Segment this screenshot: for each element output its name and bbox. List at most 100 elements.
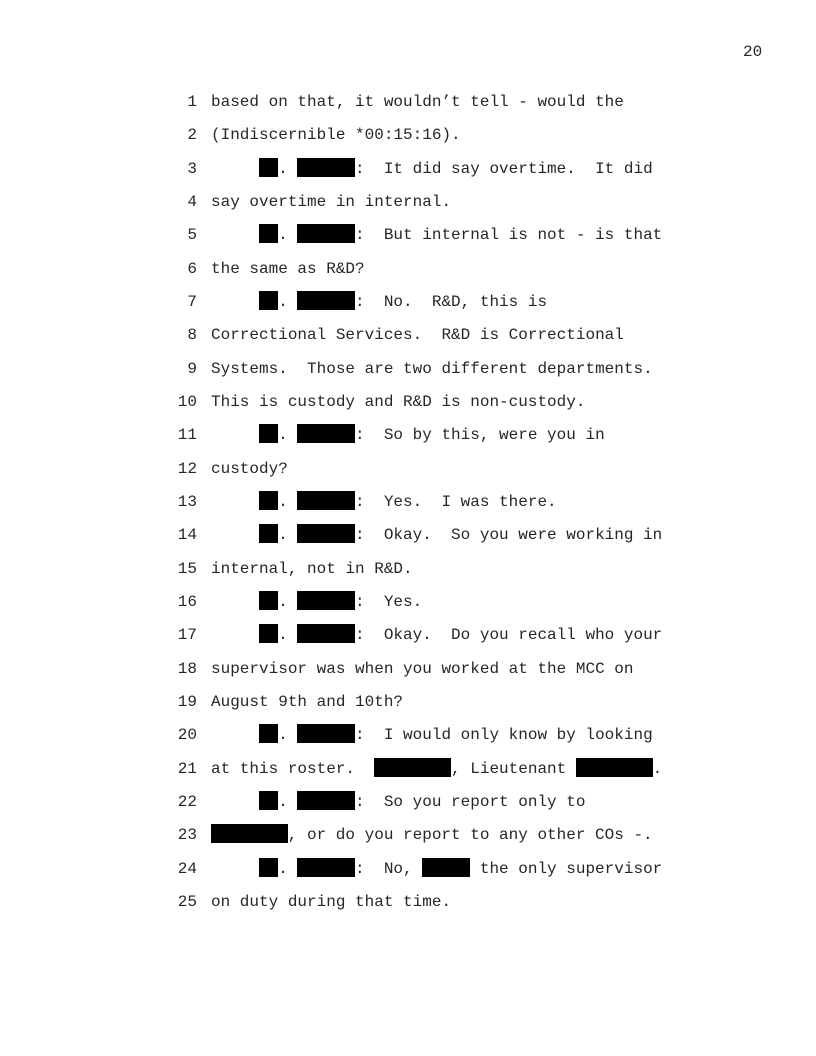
transcript-line: 18 supervisor was when you worked at the …: [0, 653, 816, 686]
redaction: [297, 790, 356, 810]
redaction: [297, 624, 356, 644]
line-number: 7: [187, 292, 197, 311]
transcript-line: 25 on duty during that time.: [0, 886, 816, 919]
line-text: Yes. I was there.: [383, 492, 557, 511]
redaction: [259, 724, 279, 744]
redaction: [297, 290, 356, 310]
line-text: I would only know by looking: [383, 726, 653, 745]
line-text: Okay. Do you recall who your: [383, 626, 663, 645]
redaction: [259, 857, 279, 877]
line-number: 6: [187, 259, 197, 278]
line-number: 19: [177, 692, 197, 711]
line-number: 24: [177, 859, 197, 878]
line-text: Okay. So you were working in: [383, 526, 663, 545]
transcript-line: 17 . : Okay. Do you recall who your: [0, 619, 816, 652]
redaction: [259, 224, 279, 244]
line-text: But internal is not - is that: [383, 226, 663, 245]
redaction: [259, 290, 279, 310]
transcript-line: 12 custody?: [0, 453, 816, 486]
line-text: It did say overtime. It did: [383, 159, 653, 178]
transcript-line: 24 . : No, the only supervisor: [0, 853, 816, 886]
transcript-line: 3 . : It did say overtime. It did: [0, 153, 816, 186]
line-text: No. R&D, this is: [383, 292, 548, 311]
transcript-line: 14 . : Okay. So you were working in: [0, 519, 816, 552]
line-number: 8: [187, 326, 197, 345]
line-number: 21: [177, 759, 197, 778]
redaction: [297, 524, 356, 544]
line-number: 12: [177, 459, 197, 478]
line-text: August 9th and 10th?: [211, 692, 404, 711]
line-text: internal, not in R&D.: [211, 559, 413, 578]
redaction: [211, 824, 288, 844]
redaction: [259, 424, 279, 444]
line-text: on duty during that time.: [211, 892, 452, 911]
transcript-line: 2 (Indiscernible *00:15:16).: [0, 119, 816, 152]
line-number: 2: [187, 126, 197, 145]
redaction: [297, 424, 356, 444]
line-text: (Indiscernible *00:15:16).: [211, 126, 461, 145]
redaction: [374, 757, 452, 777]
redaction: [259, 790, 279, 810]
redaction: [259, 590, 279, 610]
redaction: [297, 490, 356, 510]
page-number: 20: [743, 43, 763, 61]
line-text: So by this, were you in: [383, 426, 605, 445]
line-number: 1: [187, 93, 197, 111]
transcript-line: 16 . : Yes.: [0, 586, 816, 619]
redaction: [297, 857, 356, 877]
line-text: Yes.: [383, 592, 423, 611]
transcript-line: 7 . : No. R&D, this is: [0, 286, 816, 319]
line-text: , or do you report to any other COs -.: [287, 826, 653, 845]
redaction: [259, 157, 279, 177]
redaction: [297, 157, 356, 177]
transcript-line: 5 . : But internal is not - is that: [0, 219, 816, 252]
line-number: 18: [177, 659, 197, 678]
redaction: [422, 857, 471, 877]
redaction: [297, 724, 356, 744]
transcript-line: 23 , or do you report to any other COs -.: [0, 819, 816, 852]
line-text: This is custody and R&D is non-custody.: [211, 392, 586, 411]
line-number: 15: [177, 559, 197, 578]
line-text: the same as R&D?: [211, 259, 365, 278]
redaction: [297, 224, 356, 244]
transcript-line: 9 Systems. Those are two different depart…: [0, 353, 816, 386]
transcript-line: 8 Correctional Services. R&D is Correctio…: [0, 319, 816, 352]
redaction: [259, 490, 279, 510]
line-number: 13: [177, 492, 197, 511]
line-text: say overtime in internal.: [211, 192, 452, 211]
line-number: 17: [177, 626, 197, 645]
transcript-line: 20 . : I would only know by looking: [0, 719, 816, 752]
line-number: 23: [177, 826, 197, 845]
line-number: 9: [187, 359, 197, 378]
line-text: based on that, it wouldn’t tell - would …: [211, 93, 624, 111]
line-number: 20: [177, 726, 197, 745]
line-text: custody?: [211, 459, 288, 478]
transcript-line: 22 . : So you report only to: [0, 786, 816, 819]
redaction: [575, 757, 653, 777]
line-number: 3: [187, 159, 197, 178]
line-number: 10: [177, 392, 197, 411]
line-text: Systems. Those are two different departm…: [211, 359, 653, 378]
line-number: 16: [177, 592, 197, 611]
line-text: So you report only to: [383, 792, 586, 811]
line-text: Correctional Services. R&D is Correction…: [211, 326, 624, 345]
transcript-line: 15 internal, not in R&D.: [0, 553, 816, 586]
line-number: 5: [187, 226, 197, 245]
redaction: [259, 624, 279, 644]
redaction: [259, 524, 279, 544]
redaction: [297, 590, 356, 610]
transcript-line: 11 . : So by this, were you in: [0, 419, 816, 452]
line-number: 11: [177, 426, 197, 445]
transcript-body: 1 based on that, it wouldn’t tell - would…: [0, 86, 816, 919]
transcript-line: 13 . : Yes. I was there.: [0, 486, 816, 519]
line-number: 14: [177, 526, 197, 545]
transcript-line: 10 This is custody and R&D is non-custody…: [0, 386, 816, 419]
line-text: supervisor was when you worked at the MC…: [211, 659, 634, 678]
transcript-line: 1 based on that, it wouldn’t tell - would…: [0, 86, 816, 119]
transcript-line: 6 the same as R&D?: [0, 253, 816, 286]
line-number: 22: [177, 792, 197, 811]
transcript-line: 19 August 9th and 10th?: [0, 686, 816, 719]
line-number: 25: [177, 892, 197, 911]
